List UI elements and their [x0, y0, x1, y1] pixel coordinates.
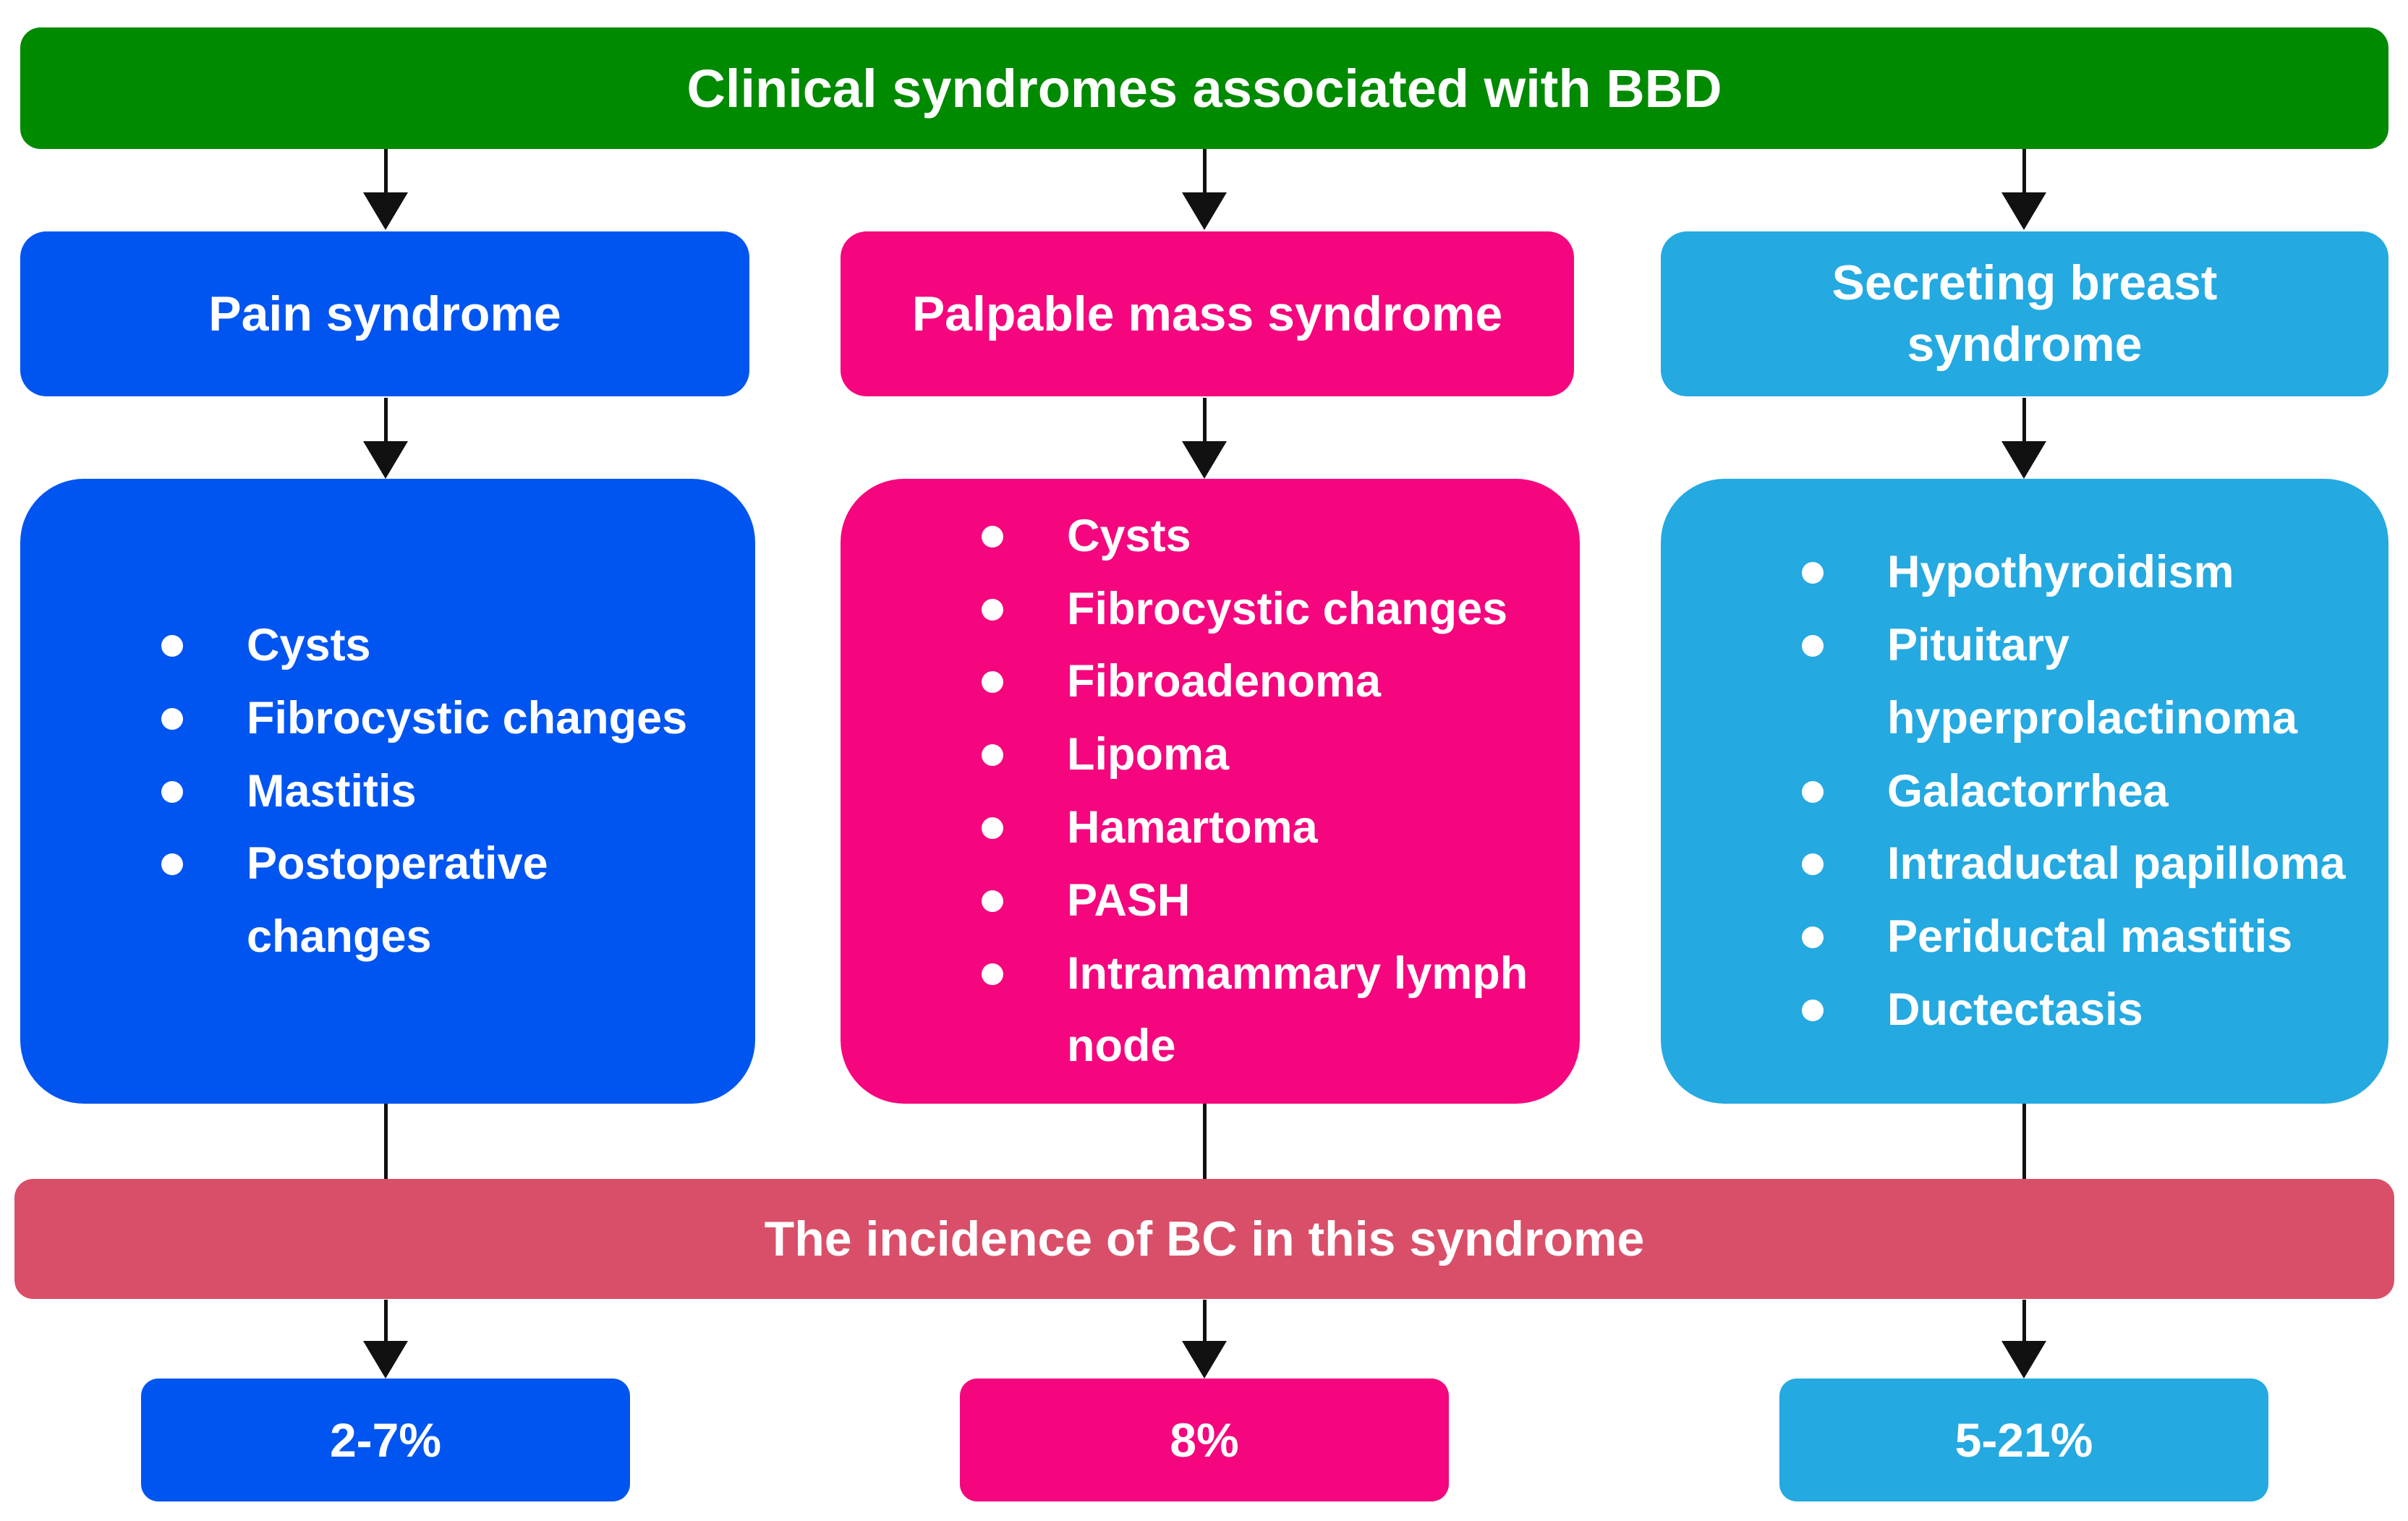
condition-list: Cysts Fibrocystic changes Fibroadenoma L…: [841, 500, 1580, 1083]
arrow-head-icon: [1182, 441, 1227, 479]
arrow-line: [383, 398, 388, 443]
incidence-value-label: 8%: [1170, 1413, 1239, 1467]
arrow-head-icon: [363, 441, 408, 479]
title-banner-label: Clinical syndromes associated with BBD: [686, 58, 1722, 119]
arrow-head-icon: [363, 192, 408, 230]
arrow-line: [2022, 1104, 2026, 1179]
list-item: Pituitary hyperprolactinoma: [1802, 609, 2370, 755]
arrow-line: [383, 1300, 388, 1342]
title-banner: Clinical syndromes associated with BBD: [20, 27, 2388, 149]
list-item: Intramammary lymph node: [982, 937, 1562, 1083]
header-box-pain-syndrome: Pain syndrome: [20, 231, 749, 396]
incidence-value-pain-syndrome: 2-7%: [141, 1379, 630, 1501]
arrow-line: [383, 1104, 388, 1179]
arrow-down: [362, 398, 409, 479]
list-item: Fibrocystic changes: [161, 682, 737, 755]
arrow-head-icon: [363, 1341, 408, 1379]
arrow-line: [2022, 1300, 2026, 1342]
list-item: Intraductal papilloma: [1802, 827, 2370, 900]
header-label: Secreting breast syndrome: [1831, 255, 2218, 372]
header-box-palpable-mass-syndrome: Palpable mass syndrome: [841, 231, 1574, 396]
arrow-down: [362, 149, 409, 230]
arrow-line: [2022, 398, 2026, 443]
connector-line: [362, 1104, 409, 1179]
list-item: Lipoma: [982, 718, 1562, 791]
list-item: Galactorrhea: [1802, 755, 2370, 828]
condition-list: Cysts Fibrocystic changes Mastitis Posto…: [20, 609, 755, 973]
arrow-line: [1202, 1300, 1207, 1342]
arrow-head-icon: [2001, 192, 2046, 230]
arrow-down: [2001, 149, 2047, 230]
arrow-down: [2001, 398, 2047, 479]
incidence-value-palpable-mass-syndrome: 8%: [960, 1379, 1449, 1501]
list-box-palpable-mass-syndrome: Cysts Fibrocystic changes Fibroadenoma L…: [841, 479, 1580, 1104]
list-item: Cysts: [982, 500, 1562, 573]
list-item: Ductectasis: [1802, 973, 2370, 1047]
incidence-value-secreting-breast-syndrome: 5-21%: [1779, 1379, 2268, 1501]
arrow-line: [383, 149, 388, 194]
arrow-down: [2001, 1300, 2047, 1379]
header-box-secreting-breast-syndrome: Secreting breast syndrome: [1661, 231, 2388, 396]
connector-line: [1181, 1104, 1228, 1179]
arrow-down: [1181, 1300, 1228, 1379]
header-label: Palpable mass syndrome: [911, 286, 1503, 341]
list-item: Hamartoma: [982, 791, 1562, 864]
arrow-head-icon: [1182, 1341, 1227, 1379]
arrow-head-icon: [2001, 441, 2046, 479]
list-item: Periductal mastitis: [1802, 900, 2370, 973]
list-item: Fibrocystic changes: [982, 573, 1562, 646]
list-item: PASH: [982, 864, 1562, 937]
incidence-banner-label: The incidence of BC in this syndrome: [764, 1211, 1645, 1266]
incidence-value-label: 2-7%: [329, 1413, 442, 1467]
list-item: Cysts: [161, 609, 737, 682]
arrow-down: [1181, 149, 1228, 230]
arrow-line: [1202, 1104, 1207, 1179]
arrow-down: [362, 1300, 409, 1379]
arrow-down: [1181, 398, 1228, 479]
connector-line: [2001, 1104, 2047, 1179]
list-item: Hypothyroidism: [1802, 536, 2370, 609]
list-item: Mastitis: [161, 755, 737, 828]
list-item: Fibroadenoma: [982, 645, 1562, 718]
list-box-secreting-breast-syndrome: Hypothyroidism Pituitary hyperprolactino…: [1661, 479, 2388, 1104]
list-item: Postoperative changes: [161, 827, 737, 973]
arrow-head-icon: [2001, 1341, 2046, 1379]
arrow-line: [2022, 149, 2026, 194]
arrow-line: [1202, 398, 1207, 443]
incidence-value-label: 5-21%: [1954, 1413, 2093, 1467]
condition-list: Hypothyroidism Pituitary hyperprolactino…: [1661, 536, 2388, 1047]
arrow-head-icon: [1182, 192, 1227, 230]
arrow-line: [1202, 149, 1207, 194]
header-label: Pain syndrome: [208, 286, 561, 341]
incidence-banner: The incidence of BC in this syndrome: [14, 1179, 2394, 1299]
list-box-pain-syndrome: Cysts Fibrocystic changes Mastitis Posto…: [20, 479, 755, 1104]
